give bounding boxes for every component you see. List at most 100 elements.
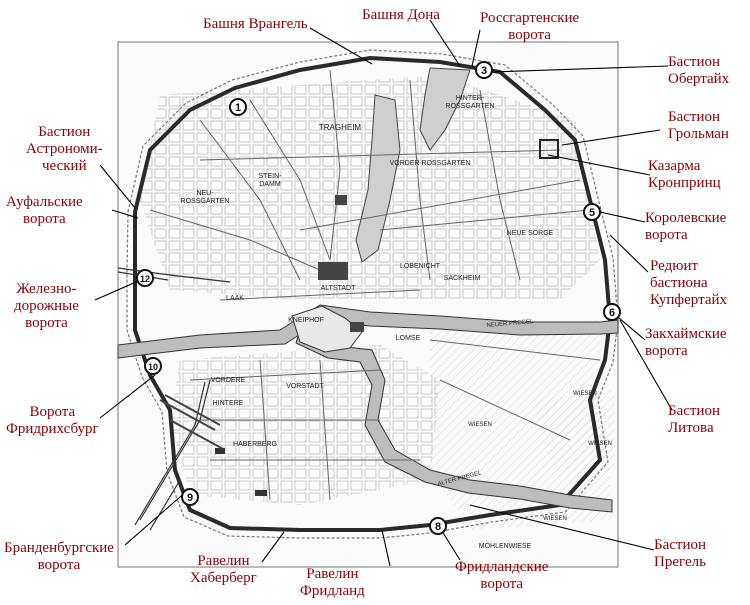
map-label-kneiphof: KNEIPHOF — [288, 317, 324, 324]
marker-6: 6 — [603, 303, 621, 321]
callout-line: бастиона — [650, 275, 708, 291]
marker-number: 5 — [589, 207, 595, 219]
street-network — [149, 69, 601, 501]
callout-line: Бастион — [668, 109, 721, 125]
marker-number: 6 — [609, 307, 615, 319]
building-block — [350, 322, 364, 332]
leader-lines — [94, 19, 673, 567]
marker-9: 9 — [181, 488, 199, 506]
leader-line-fridland-gate — [439, 527, 461, 561]
marker-circle — [475, 61, 493, 79]
leader-line-litova — [619, 319, 673, 411]
leader-line-rossgarten — [471, 29, 481, 67]
callout-line: Бастион — [654, 537, 707, 553]
leader-line-grolman — [561, 129, 661, 146]
map-label-wiesen1: WIESEN — [468, 422, 492, 428]
kneiphof-island — [291, 305, 363, 353]
callout-line: Редюит — [650, 258, 699, 274]
callout-line: Равелин — [306, 566, 359, 582]
marker-number: 8 — [435, 521, 441, 533]
map-label-neu-rossgarten: NEU-ROSSGARTEN — [181, 190, 230, 205]
callout-line: Казарма — [648, 158, 701, 174]
marker-circle — [603, 303, 621, 321]
callout-line: Башня Дона — [362, 7, 440, 23]
leader-line-fridland-ravelin — [381, 529, 391, 567]
leader-line-astronom — [99, 164, 136, 209]
callout-line: Хаберберг — [190, 570, 257, 586]
pregel-south-branch — [295, 329, 613, 513]
map-label-mohlenwiese: MÖHLENWIESE — [479, 542, 532, 550]
map-label-vorstadt: VORSTADT — [286, 383, 324, 390]
map-label-vordere: VORDERE — [211, 377, 246, 384]
callout-line: Фридланд — [300, 583, 365, 599]
marker-number: 10 — [148, 362, 158, 372]
callout-line: Кронпринц — [648, 175, 721, 191]
callout-line: Закхаймские — [645, 326, 727, 342]
callout-line: Астрономи- — [26, 141, 103, 157]
marker-10: 10 — [144, 357, 162, 375]
callout-line: ворота — [645, 343, 688, 359]
marker-8: 8 — [429, 517, 447, 535]
callout-line: Бастион — [38, 124, 91, 140]
marker-circle — [229, 98, 247, 116]
callout-line: Башня Врангель — [203, 16, 308, 32]
callout-line: ворота — [23, 211, 66, 227]
callout-line: Королевские — [645, 210, 727, 226]
leader-line-kupfertaih — [609, 234, 649, 273]
callout-line: ворота — [25, 315, 68, 331]
callout-line: Грольман — [668, 126, 729, 142]
callout-line: Литова — [668, 420, 714, 436]
callout-line: Бастион — [668, 403, 721, 419]
leader-line-kronprinz — [547, 154, 651, 176]
leader-line-haberberg — [261, 531, 285, 563]
map-text-labels: TRAGHEIMHINTER-ROSSGARTENSTEIN-DAMMNEU-R… — [181, 95, 612, 550]
map-label-loebenicht: LÖBENICHT — [400, 262, 441, 270]
callout-line: Ворота — [29, 404, 76, 420]
leader-line-vrangel — [309, 27, 373, 65]
callout-vrangel: Башня Врангель — [203, 16, 308, 33]
map-label-wiesen3: WIESEN — [588, 441, 612, 447]
map-label-neuer-pregel: NEUER PREGEL — [486, 319, 534, 329]
leader-line-friedrichsburg — [99, 374, 156, 419]
castle-pond — [355, 94, 401, 263]
callout-line: дорожные — [14, 298, 79, 314]
city-blocks-south — [170, 345, 440, 505]
map-label-vorder-rossgarten: VORDER ROSSGARTEN — [390, 160, 471, 167]
callout-line: Купфертайх — [650, 292, 728, 308]
map-label-laak: LAAK — [226, 295, 244, 302]
marker-12: 12 — [136, 269, 154, 287]
callout-line: Фридрихсбург — [6, 421, 99, 437]
map-label-sackheim: SACKHEIM — [444, 275, 481, 282]
marker-1: 1 — [229, 98, 247, 116]
map-label-altstadt: ALTSTADT — [321, 285, 356, 292]
callout-line: Фридландские — [455, 559, 549, 575]
map-label-hinter-rossgarten: HINTER-ROSSGARTEN — [446, 95, 495, 110]
numbered-markers: 1 3 5 6 8 9 10 12 — [136, 61, 621, 535]
map-label-wiesen2: WIESEN — [573, 391, 597, 397]
outer-moat — [126, 49, 619, 539]
leader-line-korolevskie — [599, 211, 646, 223]
map-label-neue-sorge: NEUE SORGE — [507, 230, 554, 237]
leader-line-brandenburg — [124, 489, 189, 546]
callout-dona: Башня Дона — [362, 7, 440, 24]
callout-line: Железно- — [16, 281, 77, 297]
leader-line-pregel — [469, 504, 655, 551]
leader-line-dona — [429, 19, 461, 67]
marker-3: 3 — [475, 61, 493, 79]
castle — [318, 262, 348, 280]
callout-line: ческий — [42, 158, 87, 174]
callout-line: Бранденбургские — [4, 540, 114, 556]
